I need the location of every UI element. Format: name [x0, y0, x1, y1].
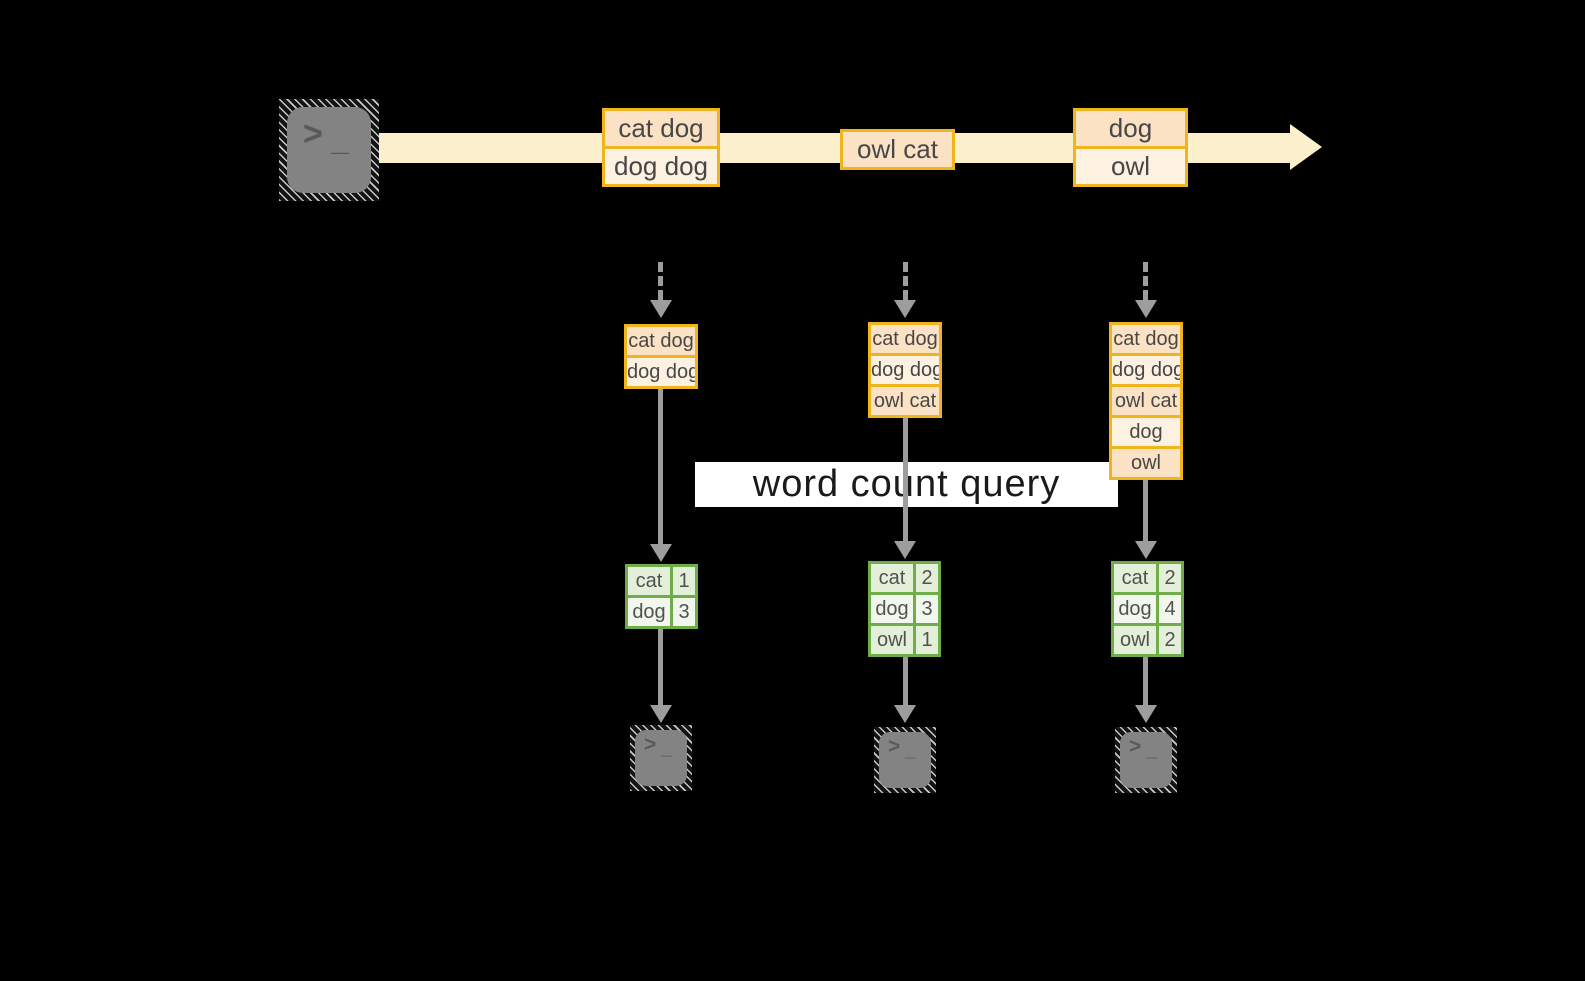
prompt-cursor-icon: _: [661, 737, 673, 759]
table-row: owl 2: [1111, 623, 1184, 657]
query-arrow-head-3: [1135, 541, 1157, 559]
micro-batch-stack-2: cat dog dog dog owl cat: [868, 322, 942, 418]
sink-terminal-icon-1: > _: [630, 725, 692, 791]
word-cell: dog: [1111, 592, 1159, 626]
terminal-screen: > _: [635, 730, 687, 786]
sink-arrow-head-2: [894, 705, 916, 723]
word-cell: dog: [868, 592, 916, 626]
batch-dashed-arrow-head-2: [894, 300, 916, 318]
table-row: dog 4: [1111, 592, 1184, 626]
count-cell: 2: [1156, 561, 1184, 595]
batch-row: dog dog: [1109, 353, 1183, 387]
prompt-chevron-icon: >: [1129, 735, 1142, 758]
batch-row: dog: [1109, 415, 1183, 449]
micro-batch-stack-1: cat dog dog dog: [624, 324, 698, 389]
table-row: dog 3: [625, 595, 698, 629]
stream-arrow-head-icon: [1290, 124, 1322, 170]
count-cell: 3: [913, 592, 941, 626]
stream-message-line: cat dog: [602, 108, 720, 149]
sink-terminal-icon-2: > _: [874, 727, 936, 793]
batch-dashed-arrow-head-3: [1135, 300, 1157, 318]
count-cell: 2: [1156, 623, 1184, 657]
count-cell: 1: [670, 564, 698, 598]
batch-row: cat dog: [868, 322, 942, 356]
count-cell: 2: [913, 561, 941, 595]
sink-arrow-line-3: [1143, 657, 1148, 705]
sink-arrow-head-3: [1135, 705, 1157, 723]
table-row: owl 1: [868, 623, 941, 657]
batch-row: owl: [1109, 446, 1183, 480]
stream-message-line: dog: [1073, 108, 1188, 149]
prompt-chevron-icon: >: [888, 735, 901, 758]
terminal-screen: > _: [287, 107, 371, 193]
word-cell: dog: [625, 595, 673, 629]
batch-dashed-arrow-head-1: [650, 300, 672, 318]
terminal-screen: > _: [879, 732, 931, 788]
stream-message-box-1: cat dog dog dog: [602, 108, 720, 187]
batch-row: cat dog: [624, 324, 698, 358]
table-row: dog 3: [868, 592, 941, 626]
word-count-table-2: cat 2 dog 3 owl 1: [868, 561, 941, 657]
stream-message-box-2: owl cat: [840, 129, 955, 170]
sink-arrow-line-1: [658, 629, 663, 705]
micro-batch-stack-3: cat dog dog dog owl cat dog owl: [1109, 322, 1183, 480]
count-cell: 1: [913, 623, 941, 657]
batch-row: owl cat: [868, 384, 942, 418]
table-row: cat 1: [625, 564, 698, 598]
stream-message-line: dog dog: [602, 146, 720, 187]
prompt-cursor-icon: _: [905, 739, 917, 761]
count-cell: 3: [670, 595, 698, 629]
stream-message-line: owl: [1073, 146, 1188, 187]
sink-arrow-head-1: [650, 705, 672, 723]
batch-dashed-arrow-line-1: [658, 262, 663, 300]
terminal-screen: > _: [1120, 732, 1172, 788]
batch-row: owl cat: [1109, 384, 1183, 418]
batch-row: cat dog: [1109, 322, 1183, 356]
word-cell: cat: [868, 561, 916, 595]
word-cell: owl: [1111, 623, 1159, 657]
prompt-chevron-icon: >: [644, 733, 657, 756]
word-count-table-3: cat 2 dog 4 owl 2: [1111, 561, 1184, 657]
query-arrow-line-2: [903, 418, 908, 541]
word-count-table-1: cat 1 dog 3: [625, 564, 698, 629]
stream-message-box-3: dog owl: [1073, 108, 1188, 187]
word-cell: owl: [868, 623, 916, 657]
query-arrow-head-2: [894, 541, 916, 559]
query-arrow-line-1: [658, 389, 663, 544]
batch-row: dog dog: [868, 353, 942, 387]
sink-terminal-icon-3: > _: [1115, 727, 1177, 793]
batch-row: dog dog: [624, 355, 698, 389]
source-terminal-icon: > _: [279, 99, 379, 201]
sink-arrow-line-2: [903, 657, 908, 705]
word-cell: cat: [625, 564, 673, 598]
count-cell: 4: [1156, 592, 1184, 626]
query-arrow-head-1: [650, 544, 672, 562]
prompt-cursor-icon: _: [331, 121, 349, 157]
query-arrow-line-3: [1143, 480, 1148, 541]
stream-message-line: owl cat: [840, 129, 955, 170]
prompt-cursor-icon: _: [1146, 739, 1158, 761]
word-cell: cat: [1111, 561, 1159, 595]
table-row: cat 2: [1111, 561, 1184, 595]
batch-dashed-arrow-line-2: [903, 262, 908, 300]
batch-dashed-arrow-line-3: [1143, 262, 1148, 300]
prompt-chevron-icon: >: [303, 115, 323, 153]
table-row: cat 2: [868, 561, 941, 595]
